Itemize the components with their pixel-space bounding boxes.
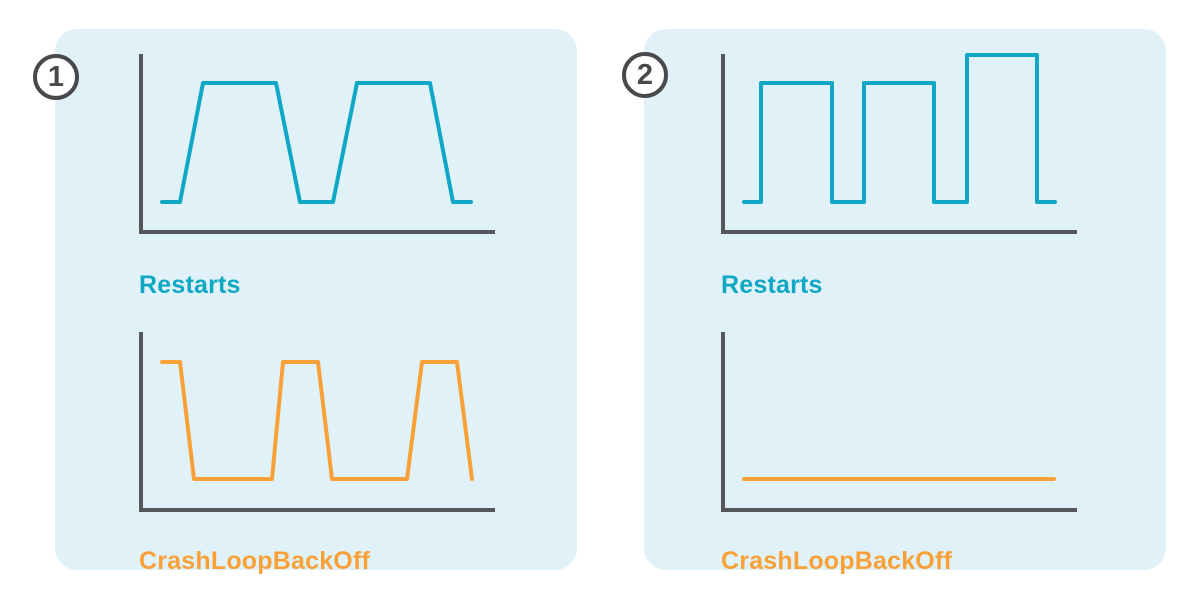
step-badge-2: 2: [622, 52, 668, 98]
restarts-chart-1: [135, 50, 500, 240]
crashloopbackoff-chart-1: [135, 328, 500, 518]
restarts-label-1: Restarts: [139, 271, 241, 299]
step-number-1: 1: [47, 60, 65, 93]
scenario-panel-1: 1 Restarts CrashLoopBackOff: [33, 29, 577, 575]
crashloopbackoff-label-1: CrashLoopBackOff: [139, 547, 371, 575]
step-badge-1: 1: [33, 54, 79, 100]
scenario-panel-2: 2 Restarts CrashLoopBackOff: [622, 29, 1166, 575]
crashloopbackoff-chart-2: [717, 328, 1082, 518]
restarts-chart-2: [717, 50, 1082, 240]
restarts-label-2: Restarts: [721, 271, 823, 299]
crashloopbackoff-label-2: CrashLoopBackOff: [721, 547, 953, 575]
step-number-2: 2: [636, 58, 654, 91]
